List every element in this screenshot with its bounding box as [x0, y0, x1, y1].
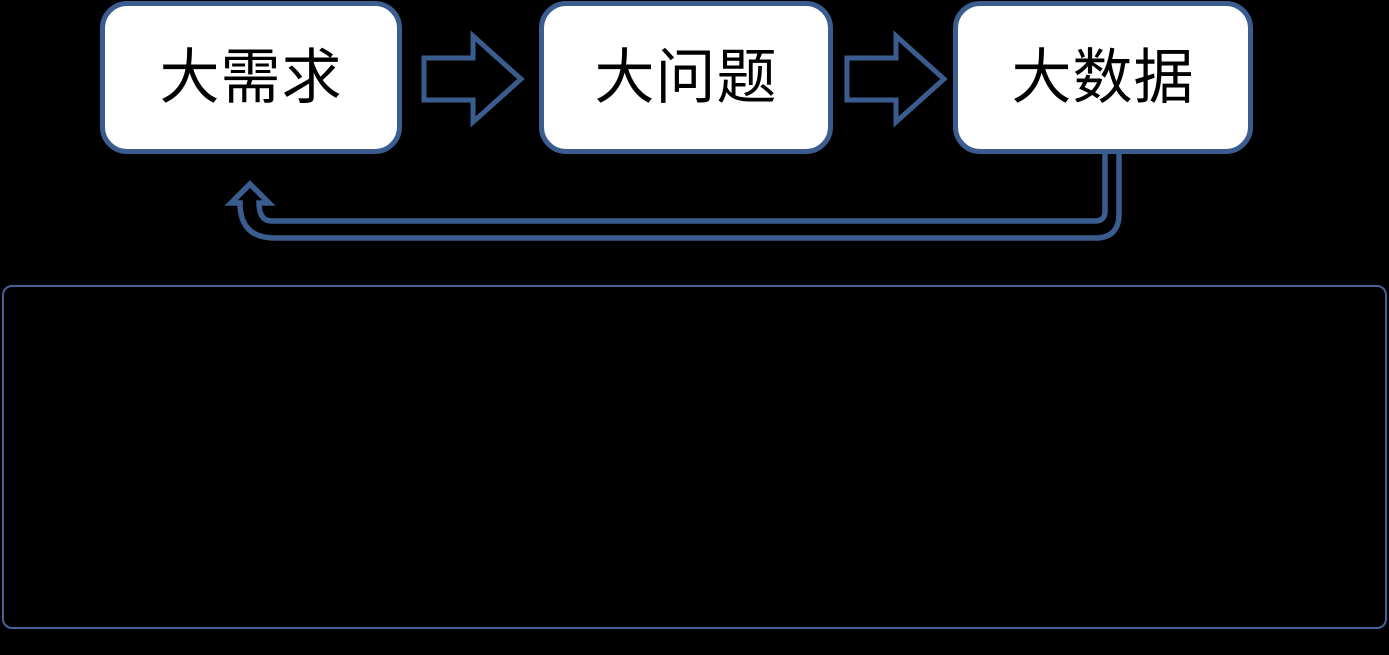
flow-box-problem-label: 大问题: [594, 43, 778, 111]
flow-box-demand: 大需求: [100, 1, 402, 154]
flow-box-data-label: 大数据: [1011, 43, 1195, 111]
flow-box-demand-label: 大需求: [159, 43, 343, 111]
arrow-right-problem-to-data-icon: [844, 30, 948, 128]
flow-box-problem: 大问题: [539, 1, 833, 154]
arrow-right-demand-to-problem-icon: [421, 30, 525, 128]
feedback-bent-arrow-data-to-demand-icon: [224, 147, 1122, 241]
content-panel: [2, 285, 1387, 629]
flow-box-data: 大数据: [953, 1, 1253, 154]
